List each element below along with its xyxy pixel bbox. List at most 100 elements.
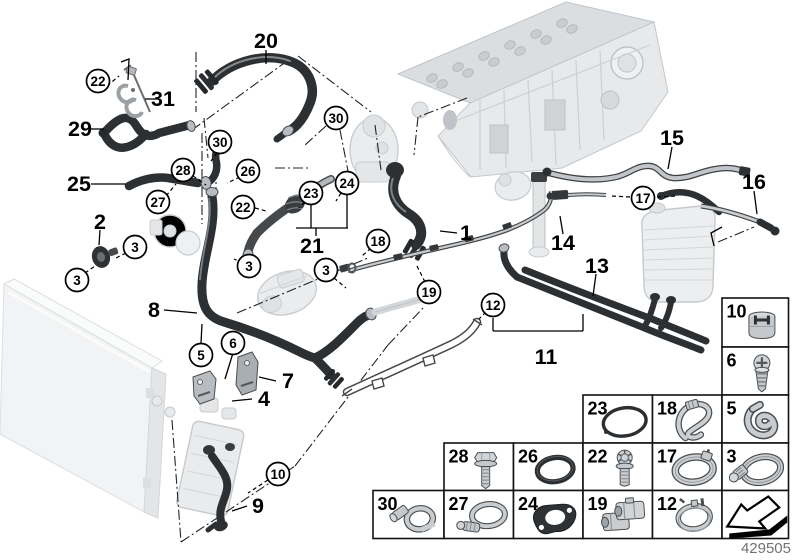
- svg-text:18: 18: [370, 234, 386, 249]
- legend-cell-23[interactable]: 23: [582, 394, 654, 444]
- callout-circled-3[interactable]: 3: [64, 267, 90, 293]
- callout-circled-17[interactable]: 17: [630, 185, 656, 211]
- legend-cell-28[interactable]: 28: [443, 442, 515, 492]
- legend-label-26: 26: [518, 447, 538, 467]
- legend-cell-22[interactable]: 22: [582, 442, 654, 492]
- thermostat-ghost: [149, 214, 201, 256]
- legend-cell-6[interactable]: 6: [721, 346, 790, 396]
- callout-circled-30[interactable]: 30: [323, 105, 349, 131]
- callout-8[interactable]: 8: [148, 298, 160, 322]
- legend-cell-3[interactable]: 3: [721, 442, 790, 492]
- diagram-code: 429505: [741, 540, 791, 557]
- svg-text:24: 24: [339, 176, 355, 191]
- callout-14[interactable]: 14: [551, 231, 575, 255]
- legend-label-6: 6: [727, 351, 737, 371]
- callout-circled-19[interactable]: 19: [416, 279, 442, 305]
- legend-cell-24[interactable]: 24: [512, 489, 584, 540]
- legend-icon-hex-bolt: [474, 452, 498, 490]
- bracket-lines: [120, 58, 723, 332]
- callout-circled-22[interactable]: 22: [230, 194, 256, 220]
- callout-15[interactable]: 15: [660, 126, 684, 150]
- svg-text:23: 23: [303, 186, 319, 201]
- callout-25[interactable]: 25: [67, 172, 91, 196]
- callout-29[interactable]: 29: [68, 117, 92, 141]
- callout-31[interactable]: 31: [151, 87, 175, 111]
- hp-pump-ghost: [349, 114, 399, 183]
- callout-circled-12[interactable]: 12: [480, 292, 506, 318]
- callout-circled-10[interactable]: 10: [265, 461, 291, 487]
- callout-circled-28[interactable]: 28: [170, 157, 196, 183]
- callout-4[interactable]: 4: [258, 387, 270, 411]
- callout-16[interactable]: 16: [742, 170, 766, 194]
- hose-1: [386, 162, 427, 261]
- svg-text:17: 17: [635, 191, 650, 206]
- callout-circled-5[interactable]: 5: [188, 342, 214, 368]
- legend-cell-5[interactable]: 5: [721, 394, 790, 444]
- svg-text:30: 30: [212, 135, 227, 150]
- svg-text:3: 3: [322, 263, 330, 278]
- callout-1[interactable]: 1: [460, 221, 472, 245]
- svg-text:28: 28: [175, 163, 191, 178]
- pipe-15: [542, 162, 751, 183]
- svg-text:3: 3: [131, 240, 139, 255]
- callout-circled-24[interactable]: 24: [334, 170, 360, 196]
- legend-label-12: 12: [657, 494, 677, 514]
- legend-cell-30[interactable]: 30: [372, 489, 445, 540]
- svg-text:3: 3: [73, 273, 81, 288]
- legend-icon-gasket: [533, 503, 577, 535]
- legend-icon-screw: [753, 354, 771, 393]
- callout-circled-27[interactable]: 27: [145, 189, 171, 215]
- legend-icon-clamp-band: [671, 448, 717, 486]
- callout-circled-18[interactable]: 18: [365, 228, 391, 254]
- legend-icon-rivet: [748, 311, 776, 339]
- callout-20[interactable]: 20: [254, 29, 278, 53]
- legend-label-27: 27: [449, 494, 469, 514]
- hose-9: [205, 452, 232, 533]
- hose-29: [98, 113, 196, 152]
- part-2: [91, 246, 119, 268]
- svg-text:27: 27: [150, 195, 165, 210]
- callout-circled-23[interactable]: 23: [298, 180, 324, 206]
- legend-icon-clamp-small: [389, 504, 437, 533]
- legend-icon-spring-clip: [743, 400, 779, 440]
- legend-cell-19[interactable]: 19: [582, 489, 654, 540]
- callout-21[interactable]: 21: [300, 234, 324, 258]
- legend-label-30: 30: [378, 494, 398, 514]
- legend-icon-torx-bolt: [615, 449, 634, 487]
- callout-circled-3[interactable]: 3: [313, 257, 339, 283]
- callout-9[interactable]: 9: [252, 494, 264, 518]
- legend-cell-17[interactable]: 17: [651, 442, 723, 492]
- callout-13[interactable]: 13: [585, 254, 609, 278]
- legend-cell-10[interactable]: 10: [721, 297, 790, 348]
- callout-2[interactable]: 2: [94, 210, 106, 234]
- callout-circled-3[interactable]: 3: [236, 253, 262, 279]
- legend-icon-oring-thin: [601, 405, 648, 438]
- electric-pump-ghost: [257, 268, 317, 316]
- radiator: [0, 278, 167, 519]
- legend-icon-clamp-screw: [456, 501, 508, 533]
- legend-cell-26[interactable]: 26: [512, 442, 584, 492]
- callout-7[interactable]: 7: [282, 369, 294, 393]
- legend-icon-nav-arrow: [725, 495, 788, 539]
- legend-label-10: 10: [727, 302, 747, 322]
- svg-text:19: 19: [421, 285, 436, 300]
- callout-circled-22[interactable]: 22: [85, 68, 111, 94]
- legend-cell-12[interactable]: 12: [651, 489, 723, 540]
- legend-cell-18[interactable]: 18: [651, 394, 723, 444]
- pipe-16: [700, 203, 780, 236]
- callout-circled-26[interactable]: 26: [235, 158, 261, 184]
- bracket-7: [235, 351, 259, 396]
- callout-11[interactable]: 11: [535, 345, 558, 369]
- pipe-19: [339, 190, 607, 274]
- callout-circled-3[interactable]: 3: [122, 234, 148, 260]
- svg-text:26: 26: [240, 164, 256, 179]
- legend-cell-27[interactable]: 27: [443, 489, 515, 540]
- callout-circled-30[interactable]: 30: [207, 129, 233, 155]
- callout-circled-6[interactable]: 6: [220, 330, 246, 356]
- legend-icon-oring-thick: [534, 454, 576, 485]
- legend-label-3: 3: [727, 447, 737, 467]
